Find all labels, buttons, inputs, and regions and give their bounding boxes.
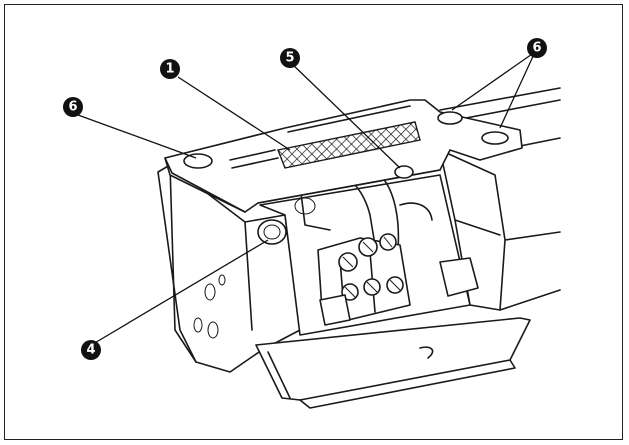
callout-badge-5: 5 xyxy=(280,48,300,68)
hinged-cover xyxy=(255,317,531,409)
callout-badge-6-left: 6 xyxy=(63,97,83,117)
callout-badge-4: 4 xyxy=(81,340,101,360)
housing-right-wall xyxy=(439,149,506,311)
callout-6-left-label: 6 xyxy=(68,100,77,115)
leader-lines xyxy=(77,51,536,345)
callout-badge-6-right: 6 xyxy=(527,38,547,58)
screw-block xyxy=(317,233,479,326)
callout-4-label: 4 xyxy=(86,343,95,358)
needle-plate xyxy=(164,99,523,213)
callout-1-label: 1 xyxy=(165,62,174,77)
callout-6-right-label: 6 xyxy=(532,41,541,56)
housing-body xyxy=(157,164,301,373)
callout-5-label: 5 xyxy=(285,51,294,66)
callout-badge-1: 1 xyxy=(160,59,180,79)
